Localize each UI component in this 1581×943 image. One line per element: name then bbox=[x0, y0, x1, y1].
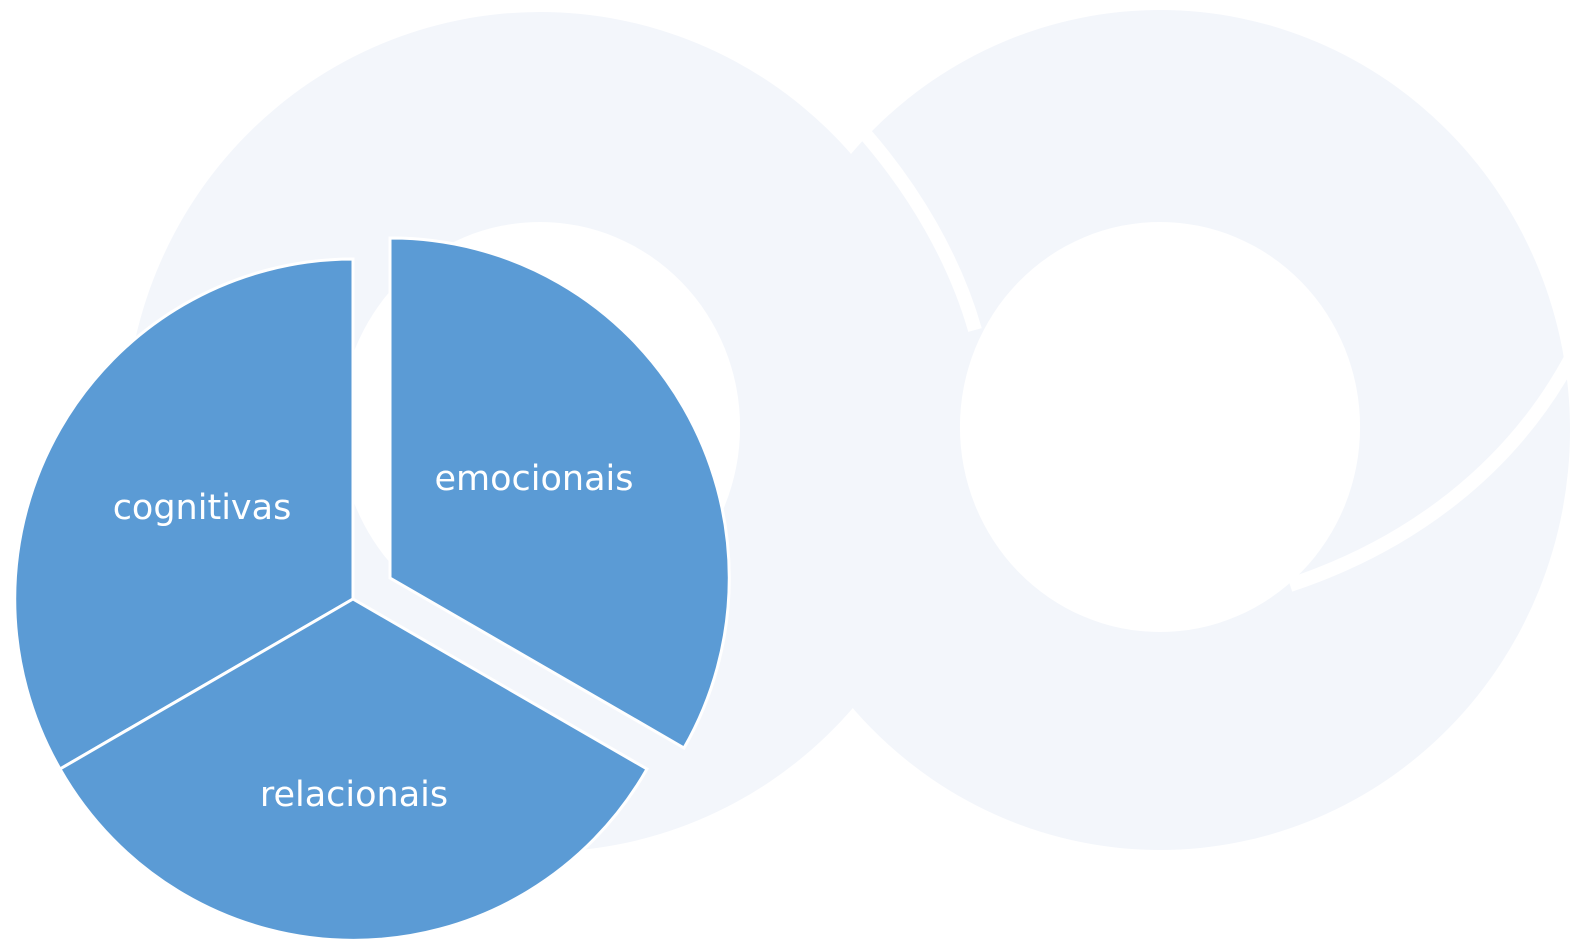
segment-emocionais bbox=[388, 236, 731, 751]
watermark-crossing-gap bbox=[854, 123, 982, 332]
segment-cognitivas bbox=[13, 257, 355, 772]
segment-relacionais bbox=[57, 597, 650, 942]
label-emocionais: emocionais bbox=[434, 459, 633, 499]
label-relacionais: relacionais bbox=[260, 775, 448, 815]
label-cognitivas: cognitivas bbox=[113, 488, 292, 528]
segmented-cycle: cognitivas emocionais relacionais bbox=[13, 236, 731, 942]
watermark-right-ring bbox=[750, 10, 1570, 850]
watermark-crossing-gap-2 bbox=[1287, 356, 1577, 592]
